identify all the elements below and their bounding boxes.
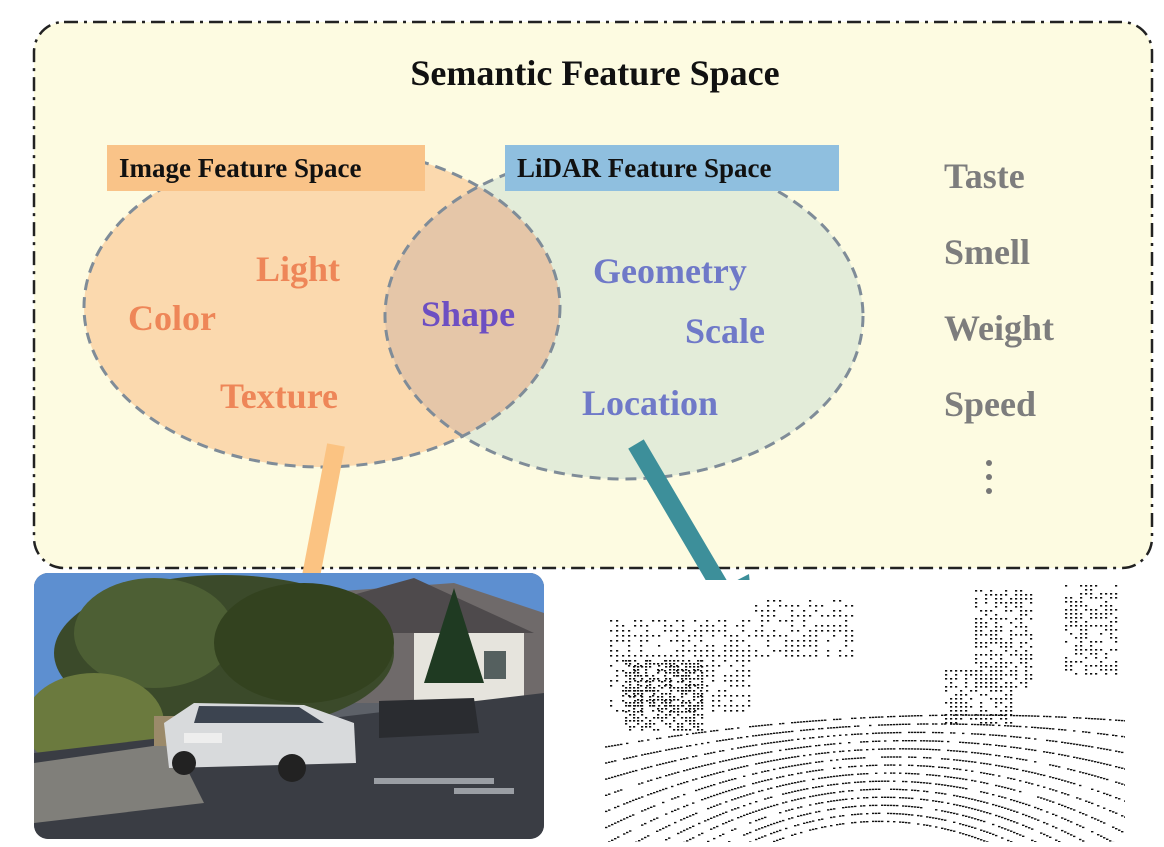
word-location: Location bbox=[582, 383, 719, 423]
lidar-point-cloud bbox=[605, 580, 1125, 842]
diagram-title: Semantic Feature Space bbox=[410, 53, 780, 93]
word-color: Color bbox=[128, 298, 216, 338]
word-light: Light bbox=[256, 249, 341, 289]
image-space-label: Image Feature Space bbox=[107, 145, 425, 191]
word-shape: Shape bbox=[421, 294, 516, 334]
word-geometry: Geometry bbox=[593, 251, 747, 291]
word-scale: Scale bbox=[685, 311, 765, 351]
ellipsis-dots bbox=[986, 460, 992, 502]
lidar-space-label: LiDAR Feature Space bbox=[505, 145, 839, 191]
word-weight: Weight bbox=[944, 308, 1055, 348]
word-taste: Taste bbox=[944, 156, 1025, 196]
camera-image bbox=[34, 573, 544, 839]
word-texture: Texture bbox=[220, 376, 339, 416]
word-smell: Smell bbox=[944, 232, 1030, 272]
overlap-region bbox=[385, 153, 560, 467]
word-speed: Speed bbox=[944, 384, 1037, 424]
